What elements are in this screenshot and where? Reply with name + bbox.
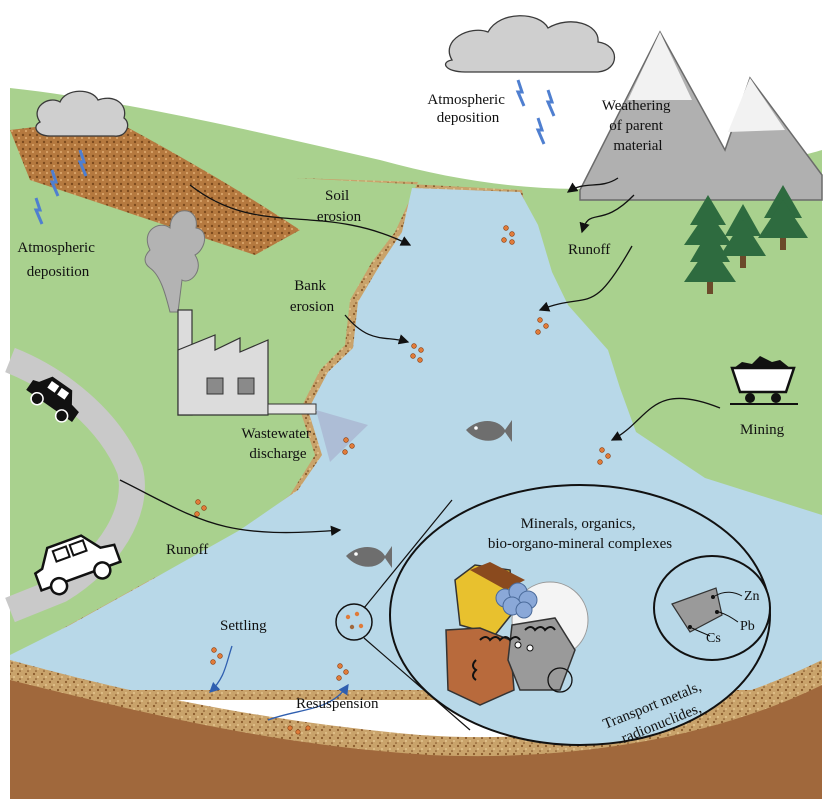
riverbed-deep [10,680,822,799]
process-arrows [119,177,721,721]
label-cs: Cs [706,631,721,646]
rain-icon [33,149,88,225]
car-icon [26,376,79,423]
cloud-icon [35,90,129,137]
metal-particle-icon [671,587,743,637]
label-soil-erosion: Soil erosion [317,188,362,225]
tree-icon [758,185,808,250]
tree-icon [720,204,766,268]
label-weathering: Weathering of parent material [602,98,675,154]
fish-icon [346,546,392,568]
metal-zoom-circle [547,667,573,693]
car-icon [33,534,123,596]
label-atmospheric-deposition-top: Atmospheric deposition [427,92,508,126]
label-zn: Zn [744,589,760,604]
mine-cart-icon [730,356,798,405]
mineral-complex-icon [445,562,589,706]
rain-icon [515,79,556,145]
zoom-inset [335,484,771,746]
tree-group [684,185,808,294]
label-runoff-right: Runoff [568,242,610,258]
mountain-icon [579,30,823,201]
tree-icon [684,228,736,294]
label-minerals: Minerals, organics, bio-organo-mineral c… [488,516,672,552]
smoke-icon [144,210,205,313]
sample-particle-circle [335,603,373,641]
label-pb: Pb [740,619,755,634]
label-wastewater: Wastewater discharge [241,426,314,462]
label-settling: Settling [220,618,267,634]
label-atmospheric-deposition-left: Atmospheric deposition [17,240,98,280]
particle-cluster-icon [194,225,611,735]
factory-icon [144,210,368,462]
label-mining: Mining [740,422,785,438]
label-runoff-left: Runoff [166,542,208,558]
label-bank-erosion: Bank erosion [290,278,335,315]
fish-icon [466,420,512,442]
label-resuspension: Resuspension [296,696,379,712]
cloud-icon [444,15,615,73]
crop-field [10,118,300,255]
